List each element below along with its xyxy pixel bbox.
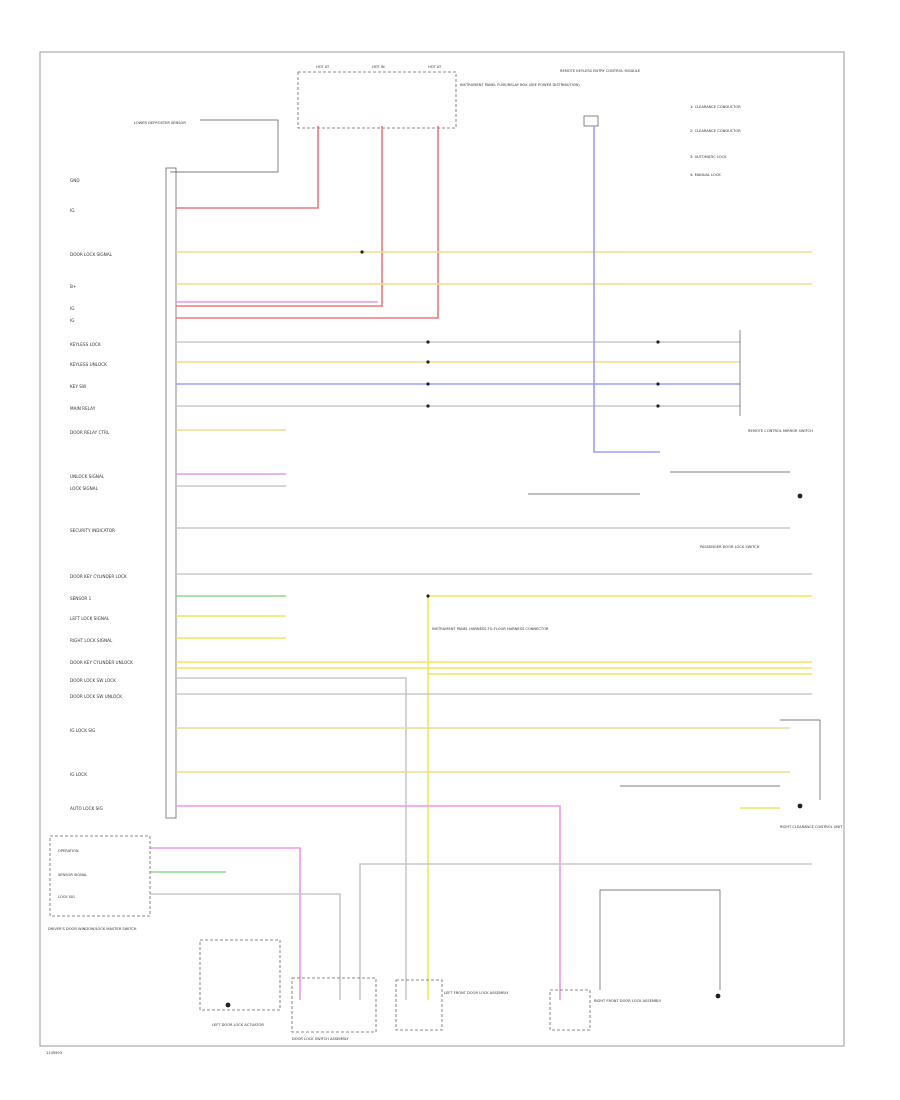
left-label-22: IG LOCK	[70, 772, 87, 777]
left-label-18: DOOR KEY CYLINDER UNLOCK	[70, 660, 133, 665]
right-bracket-2	[780, 719, 821, 800]
left-label-4: IG	[70, 306, 74, 311]
left-label-15: SENSOR 1	[70, 596, 92, 601]
left-label-8: KEY SW	[70, 384, 86, 389]
bottom-module-a	[199, 939, 281, 1011]
fuse-b-label: HOT IN	[372, 65, 385, 69]
left-label-13: SECURITY INDICATOR	[70, 528, 115, 533]
bottom-module-c-label: LEFT FRONT DOOR LOCK ASSEMBLY	[444, 991, 509, 995]
splice-8	[656, 404, 660, 408]
bottom-module-b-label: DOOR LOCK SWITCH ASSEMBLY	[292, 1037, 349, 1041]
bottom-module-b	[291, 977, 377, 1033]
bottom-module-d-label: RIGHT FRONT DOOR LOCK ASSEMBLY	[594, 999, 662, 1003]
lower-switch-label: DRIVER'S DOOR WINDOW/LOCK MASTER SWITCH	[48, 927, 137, 931]
left-label-12: LOCK SIGNAL	[70, 486, 99, 491]
left-label-10: DOOR RELAY CTRL	[70, 430, 110, 435]
splice-3	[426, 360, 430, 364]
lower-switch-pin1: OPERATION	[58, 849, 79, 853]
ground-module-label: LOWER DEFROSTER SENSOR	[134, 121, 186, 125]
wires	[150, 126, 812, 1000]
wire-yellow-junction	[427, 595, 812, 1000]
fuse-c-label: HOT AT	[428, 65, 442, 69]
splice-6	[656, 340, 660, 344]
ground-module-wire	[170, 119, 279, 173]
top-sensor-connector	[583, 115, 599, 127]
left-label-1: IG	[70, 208, 74, 213]
splice-5	[426, 404, 430, 408]
lower-switch-pin3: LOCK SIG	[58, 895, 75, 899]
left-label-0: GND	[70, 178, 80, 183]
fuse-box-label: INSTRUMENT PANEL FUSE/RELAY BOX (SEE POW…	[460, 83, 580, 87]
wire-red-b	[176, 126, 383, 307]
fuse-box	[297, 71, 457, 129]
wire-blue-vertical	[593, 126, 660, 453]
bottom-module-c	[395, 979, 443, 1031]
splice-2	[426, 340, 430, 344]
bottom-ground-a	[225, 1002, 231, 1008]
left-label-17: RIGHT LOCK SIGNAL	[70, 638, 113, 643]
left-label-5: IG	[70, 318, 74, 323]
legend-1: 1: CLEARANCE CONDUCTOR	[690, 105, 741, 109]
right-group-label: REMOTE CONTROL MIRROR SWITCH	[748, 429, 813, 433]
left-label-7: KEYLESS UNLOCK	[70, 362, 107, 367]
wire-red-ig	[176, 126, 319, 209]
wire-gray-9	[359, 863, 812, 1000]
left-label-14: DOOR KEY CYLINDER LOCK	[70, 574, 127, 579]
bottom-right-loop	[599, 889, 721, 990]
legend-2: 2: CLEARANCE CONDUCTOR	[690, 129, 741, 133]
splice-1	[360, 250, 364, 254]
diagram-border	[39, 51, 845, 1047]
left-label-3: B+	[70, 284, 77, 289]
left-label-16: LEFT LOCK SIGNAL	[70, 616, 110, 621]
wire-magenta-4	[150, 847, 301, 1000]
bottom-ground-e	[715, 993, 721, 999]
mid-junction-label: INSTRUMENT PANEL HARNESS-TO-FLOOR HARNES…	[432, 627, 549, 631]
lower-switch-box	[49, 835, 151, 917]
left-label-11: UNLOCK SIGNAL	[70, 474, 105, 479]
legend-4: 4: MANUAL LOCK	[690, 173, 721, 177]
left-label-20: DOOR LOCK SW UNLOCK	[70, 694, 122, 699]
legend-3: 3: AUTOMATIC LOCK	[690, 155, 727, 159]
left-label-21: IG LOCK SIG	[70, 728, 95, 733]
wire-magenta-3	[176, 805, 561, 1000]
left-labels: GND IG DOOR LOCK SIGNAL B+ IG IG KEYLESS…	[70, 178, 133, 811]
left-label-23: AUTO LOCK SIG	[70, 806, 103, 811]
wire-red-c	[176, 126, 439, 319]
bottom-module-a-label: LEFT DOOR LOCK ACTUATOR	[212, 1023, 264, 1027]
bottom-module-d	[549, 989, 591, 1031]
left-label-19: DOOR LOCK SW LOCK	[70, 678, 116, 683]
left-label-9: MAIN RELAY	[70, 406, 96, 411]
splice-7	[656, 382, 660, 386]
ground-right-2	[797, 803, 803, 809]
left-label-2: DOOR LOCK SIGNAL	[70, 252, 113, 257]
right-splice-label: RIGHT CLEARANCE CONTROL UNIT	[780, 825, 843, 829]
right-switch-label: PASSENGER DOOR LOCK SWITCH	[700, 545, 760, 549]
wire-gray-6	[176, 677, 407, 1000]
top-sensor-label: REMOTE KEYLESS ENTRY CONTROL MODULE	[560, 69, 641, 73]
lower-switch-pin2: SENSOR SIGNAL	[58, 873, 87, 877]
left-label-6: KEYLESS LOCK	[70, 342, 101, 347]
fuse-a-label: HOT AT	[316, 65, 330, 69]
splice-junction	[426, 594, 430, 598]
page-id: 1145993	[46, 1051, 62, 1055]
wire-gray-8	[150, 893, 341, 1000]
left-connector-strip	[165, 167, 177, 819]
ground-right	[797, 493, 803, 499]
splice-4	[426, 382, 430, 386]
